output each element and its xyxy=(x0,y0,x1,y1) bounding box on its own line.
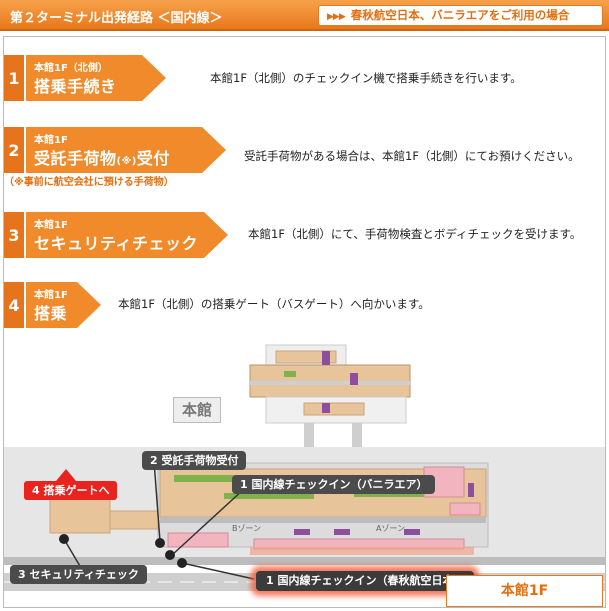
upper-block xyxy=(275,350,337,364)
counter-row xyxy=(174,475,234,482)
step-location: 本館1F xyxy=(34,220,68,231)
road xyxy=(4,557,605,565)
callout-security-check: 3 セキュリティチェック xyxy=(10,565,147,584)
step-number: 2 xyxy=(4,127,24,173)
main-building-label: 本館 xyxy=(173,397,221,423)
location-dot xyxy=(155,538,165,548)
step-number: 3 xyxy=(4,212,24,258)
step-description: 本館1F（北側）のチェックイン機で搭乗手続きを行います。 xyxy=(210,71,522,85)
step-arrow: 本館1F 受託手荷物(※)受付 xyxy=(26,127,226,173)
location-dot xyxy=(165,550,175,560)
connector xyxy=(352,423,362,453)
step-arrow: 本館1F セキュリティチェック xyxy=(26,212,228,258)
gate-corridor xyxy=(109,510,159,530)
upper-marker xyxy=(322,351,330,365)
purple-marker xyxy=(334,529,350,535)
purple-marker xyxy=(404,529,420,535)
page-header: 第２ターミナル出発経路 ＜国内線＞ ▶▶▶ 春秋航空日本、バニラエアをご利用の場合 xyxy=(0,0,609,31)
pink-block xyxy=(167,532,229,548)
upper-band xyxy=(250,381,410,385)
callout-gate: 4 搭乗ゲートへ xyxy=(24,481,118,500)
step-title: 搭乗 xyxy=(34,304,68,323)
pink-block xyxy=(449,502,481,516)
step-location: 本館1F（北側） xyxy=(34,63,108,74)
upper-marker xyxy=(350,373,358,385)
callout-baggage-counter: 2 受託手荷物受付 xyxy=(142,451,247,470)
airline-route-link-label: 春秋航空日本、バニラエアをご利用の場合 xyxy=(350,8,570,22)
step-title: 受託手荷物(※)受付 xyxy=(34,149,170,168)
zone-b-label: Bゾーン xyxy=(232,524,262,533)
upper-green xyxy=(284,371,296,377)
step-number: 1 xyxy=(4,55,24,101)
checkin-glow xyxy=(250,547,474,555)
step-location: 本館1F xyxy=(34,290,68,301)
location-dot xyxy=(59,534,69,544)
step-arrow: 本館1F 搭乗 xyxy=(26,282,101,328)
step-description: 本館1F（北側）にて、手荷物検査とボディチェックを受けます。 xyxy=(248,227,582,241)
terminal-map: 本館 Bゾーン Aゾーン 2 受託手荷物受付 1 国内線チェックイン（バニラエア… xyxy=(4,343,605,607)
step-description: 本館1F（北側）の搭乗ゲート（バスゲート）へ向かいます。 xyxy=(118,297,430,311)
airline-route-link[interactable]: ▶▶▶ 春秋航空日本、バニラエアをご利用の場合 xyxy=(318,5,603,26)
leader-line xyxy=(153,460,161,542)
purple-marker xyxy=(294,529,310,535)
counter-row xyxy=(224,493,314,499)
zone-a-label: Aゾーン xyxy=(376,524,406,533)
callout-checkin-vanilla: 1 国内線チェックイン（バニラエア） xyxy=(232,475,436,494)
step-description: 受託手荷物がある場合は、本館1F（北側）にてお預けください。 xyxy=(244,149,580,163)
step-arrow: 本館1F（北側） 搭乗手続き xyxy=(26,55,166,101)
leader-line xyxy=(171,488,245,556)
leader-line xyxy=(181,562,255,580)
purple-marker xyxy=(468,483,474,497)
connector xyxy=(304,423,314,453)
step-title: セキュリティチェック xyxy=(34,234,199,253)
callout-checkin-spring: 1 国内線チェックイン（春秋航空日本） xyxy=(256,571,475,591)
step-number: 4 xyxy=(4,282,24,328)
page-title: 第２ターミナル出発経路 ＜国内線＞ xyxy=(10,11,223,26)
location-dot xyxy=(177,558,187,568)
step-location: 本館1F xyxy=(34,135,68,146)
middle-block xyxy=(303,402,365,416)
counter-row xyxy=(354,491,464,497)
upper-marker xyxy=(322,403,330,413)
triple-arrow-icon: ▶▶▶ xyxy=(327,12,346,22)
hall-band xyxy=(160,517,486,523)
route-panel: 1 本館1F（北側） 搭乗手続き 本館1F（北側）のチェックイン機で搭乗手続きを… xyxy=(3,36,606,608)
step-title: 搭乗手続き xyxy=(34,77,117,96)
step-note: （※事前に航空会社に預ける手荷物） xyxy=(4,177,174,188)
floor-label: 本館1F xyxy=(446,575,603,607)
